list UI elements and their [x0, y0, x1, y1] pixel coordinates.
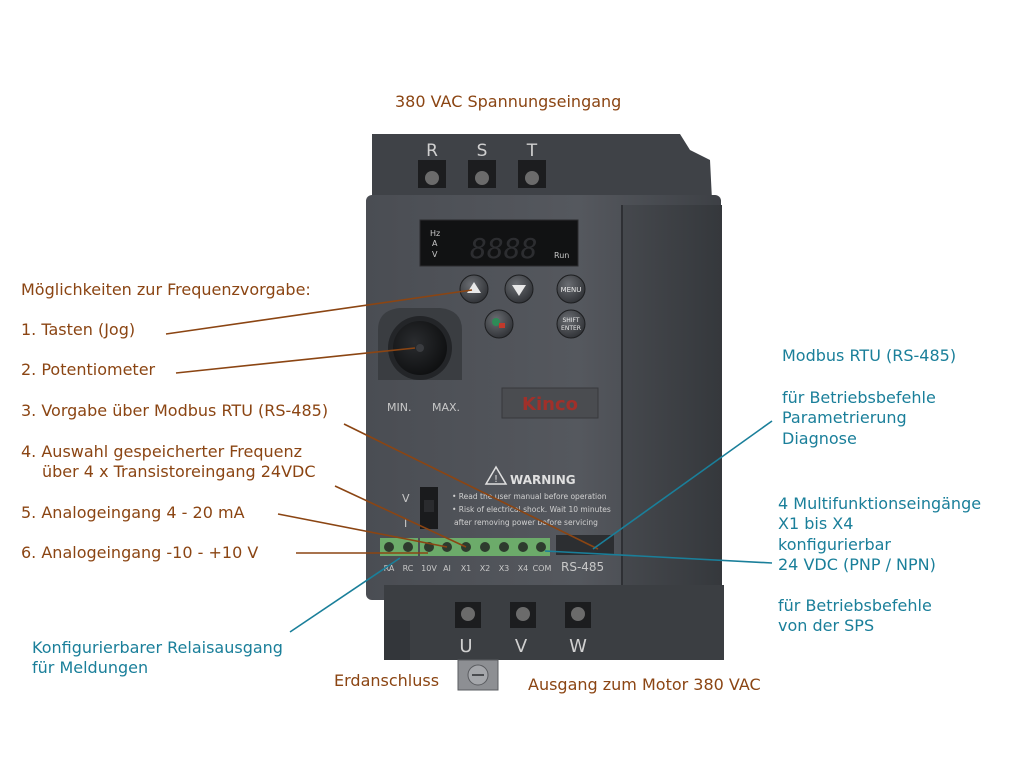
leader-multifunction-inputs: [544, 550, 773, 564]
pot-max-label: MAX.: [432, 401, 460, 414]
sps-line-2: von der SPS: [778, 616, 875, 635]
vi-switch[interactable]: V I: [402, 487, 438, 530]
terminal-x1: X1: [461, 564, 472, 573]
display-unit-v: V: [432, 250, 438, 259]
leader-stored-frequency: [334, 485, 467, 548]
leader-potentiometer: [175, 347, 416, 374]
inputs-line-4: 24 VDC (PNP / NPN): [778, 555, 936, 574]
ground-screw: [457, 659, 499, 691]
warning-line-3: after removing power before servicing: [454, 518, 598, 527]
terminal-label-s: S: [477, 141, 488, 161]
up-button[interactable]: [459, 274, 489, 304]
menu-button[interactable]: MENU: [556, 274, 586, 304]
control-terminal-strip: RA RC 10V AI X1 X2 X3 X4 COM RS-485: [380, 535, 614, 574]
relay-label-line1: Konfigurierbarer Relaisausgang: [32, 638, 283, 657]
switch-label-v: V: [402, 492, 410, 505]
frequency-options-heading: Möglichkeiten zur Frequenzvorgabe:: [21, 280, 311, 299]
inputs-line-3: konfigurierbar: [778, 535, 891, 554]
inputs-line-1: 4 Multifunktionseingänge: [778, 494, 982, 513]
warning-triangle-icon: [484, 465, 508, 485]
terminal-label-u: U: [459, 636, 472, 657]
motor-output-label: Ausgang zum Motor 380 VAC: [528, 675, 761, 694]
shift-label: SHIFT: [562, 317, 579, 324]
frequency-option-analog-voltage: 6. Analogeingang -10 - +10 V: [21, 543, 259, 562]
ground-label: Erdanschluss: [334, 671, 440, 690]
terminal-ra: RA: [384, 564, 395, 573]
run-stop-button[interactable]: [484, 309, 514, 339]
brand-name: Kinco: [522, 394, 578, 415]
led-display: Hz A V 8888 Run: [419, 219, 579, 267]
pot-min-label: MIN.: [387, 401, 411, 414]
bottom-terminal-block: U V W: [455, 602, 591, 657]
terminal-label-t: T: [526, 141, 538, 161]
modbus-title: Modbus RTU (RS-485): [782, 346, 957, 365]
frequency-option-potentiometer: 2. Potentiometer: [21, 360, 156, 379]
leader-jog: [165, 289, 473, 335]
frequency-option-stored-line2: über 4 x Transistoreingang 24VDC: [42, 462, 316, 481]
warning-line-1: • Read the user manual before operation: [452, 492, 607, 501]
top-terminal-block: R S T: [418, 141, 546, 188]
frequency-option-jog: 1. Tasten (Jog): [21, 320, 136, 339]
terminal-10v: 10V: [421, 564, 437, 573]
run-indicator-icon: [492, 318, 500, 326]
down-button[interactable]: [504, 274, 534, 304]
svg-text:!: !: [494, 474, 498, 485]
frequency-option-modbus: 3. Vorgabe über Modbus RTU (RS-485): [21, 401, 329, 420]
switch-label-i: I: [404, 517, 407, 530]
enter-label: ENTER: [561, 325, 581, 332]
terminal-label-w: W: [569, 636, 587, 657]
leader-relay: [289, 557, 401, 633]
leader-analog-current: [277, 513, 448, 548]
terminal-ai: AI: [443, 564, 451, 573]
warning-title: WARNING: [510, 473, 576, 487]
inputs-line-2: X1 bis X4: [778, 514, 854, 533]
leader-modbus-rtu: [592, 420, 773, 550]
down-arrow-icon: [512, 285, 526, 296]
modbus-use-2: Parametrierung: [782, 408, 907, 427]
display-unit-a: A: [432, 239, 438, 248]
frequency-option-analog-current: 5. Analogeingang 4 - 20 mA: [21, 503, 245, 522]
leader-modbus-setpoint: [343, 423, 599, 550]
shift-enter-button[interactable]: SHIFT ENTER: [556, 309, 586, 339]
potentiometer-knob[interactable]: MIN. MAX.: [378, 308, 462, 414]
terminal-x2: X2: [480, 564, 491, 573]
modbus-use-3: Diagnose: [782, 429, 857, 448]
terminal-label-r: R: [426, 141, 438, 161]
power-input-label: 380 VAC Spannungseingang: [395, 92, 622, 111]
frequency-option-stored-line1: 4. Auswahl gespeicherter Frequenz: [21, 442, 303, 461]
display-unit-hz: Hz: [430, 229, 440, 238]
housing-right-panel: [622, 205, 722, 585]
terminal-x4: X4: [518, 564, 529, 573]
sps-line-1: für Betriebsbefehle: [778, 596, 932, 615]
relay-label-line2: für Meldungen: [32, 658, 149, 677]
stop-indicator-icon: [499, 323, 505, 328]
brand-logo: Kinco: [501, 387, 599, 419]
modbus-use-1: für Betriebsbefehle: [782, 388, 936, 407]
display-digits: 8888: [470, 232, 537, 265]
display-run-label: Run: [554, 251, 569, 260]
terminal-com: COM: [533, 564, 552, 573]
warning-label: ! WARNING • Read the user manual before …: [452, 465, 611, 527]
terminal-rc: RC: [403, 564, 414, 573]
housing-bottom: [384, 585, 724, 660]
terminal-x3: X3: [499, 564, 510, 573]
rs485-label: RS-485: [561, 560, 604, 574]
menu-button-label: MENU: [561, 286, 582, 294]
warning-line-2: • Risk of electrical shock. Wait 10 minu…: [452, 505, 611, 514]
terminal-label-v: V: [515, 636, 528, 657]
